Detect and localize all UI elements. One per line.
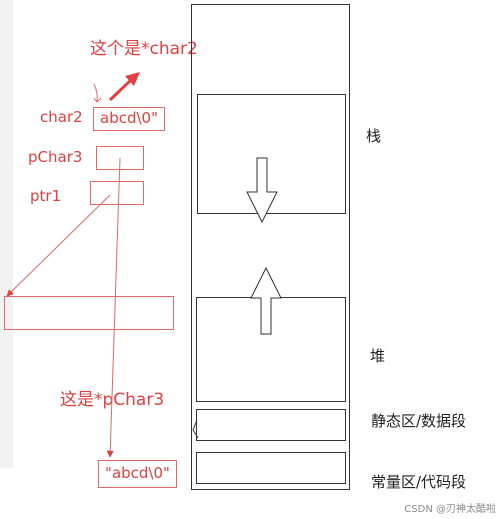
ptr1-box [90,181,144,205]
char2-note-arrow [108,72,140,102]
const-label: 常量区/代码段 [371,473,467,491]
stack-growth-down-icon [246,157,278,224]
pchar3-label: pChar3 [28,148,83,166]
char2-note-label: 这个是*char2 [90,39,198,59]
char2-box [93,107,165,131]
memory-column [191,4,350,490]
static-region [196,409,346,441]
heap-label: 堆 [370,347,386,365]
left-margin-band [0,0,13,468]
watermark: CSDN @刃神太酷啦 [404,504,496,515]
const-region [196,452,346,484]
ptr1-label: ptr1 [30,187,62,205]
char2-value: abcd\0" [100,109,158,127]
static-bracket-mark [192,419,199,439]
static-label: 静态区/数据段 [371,412,467,430]
stack-label: 栈 [366,127,382,145]
char2-hook-mark [93,83,102,103]
string-literal-value: "abcd\0" [105,464,170,482]
char2-label: char2 [40,108,83,126]
ptr1-to-heap-arrow [6,194,111,297]
heap-growth-up-icon [250,266,282,335]
heap-block-box [4,296,174,330]
pchar3-to-string-arrow [106,157,121,458]
string-literal-box [98,460,177,488]
stack-region [197,94,346,214]
